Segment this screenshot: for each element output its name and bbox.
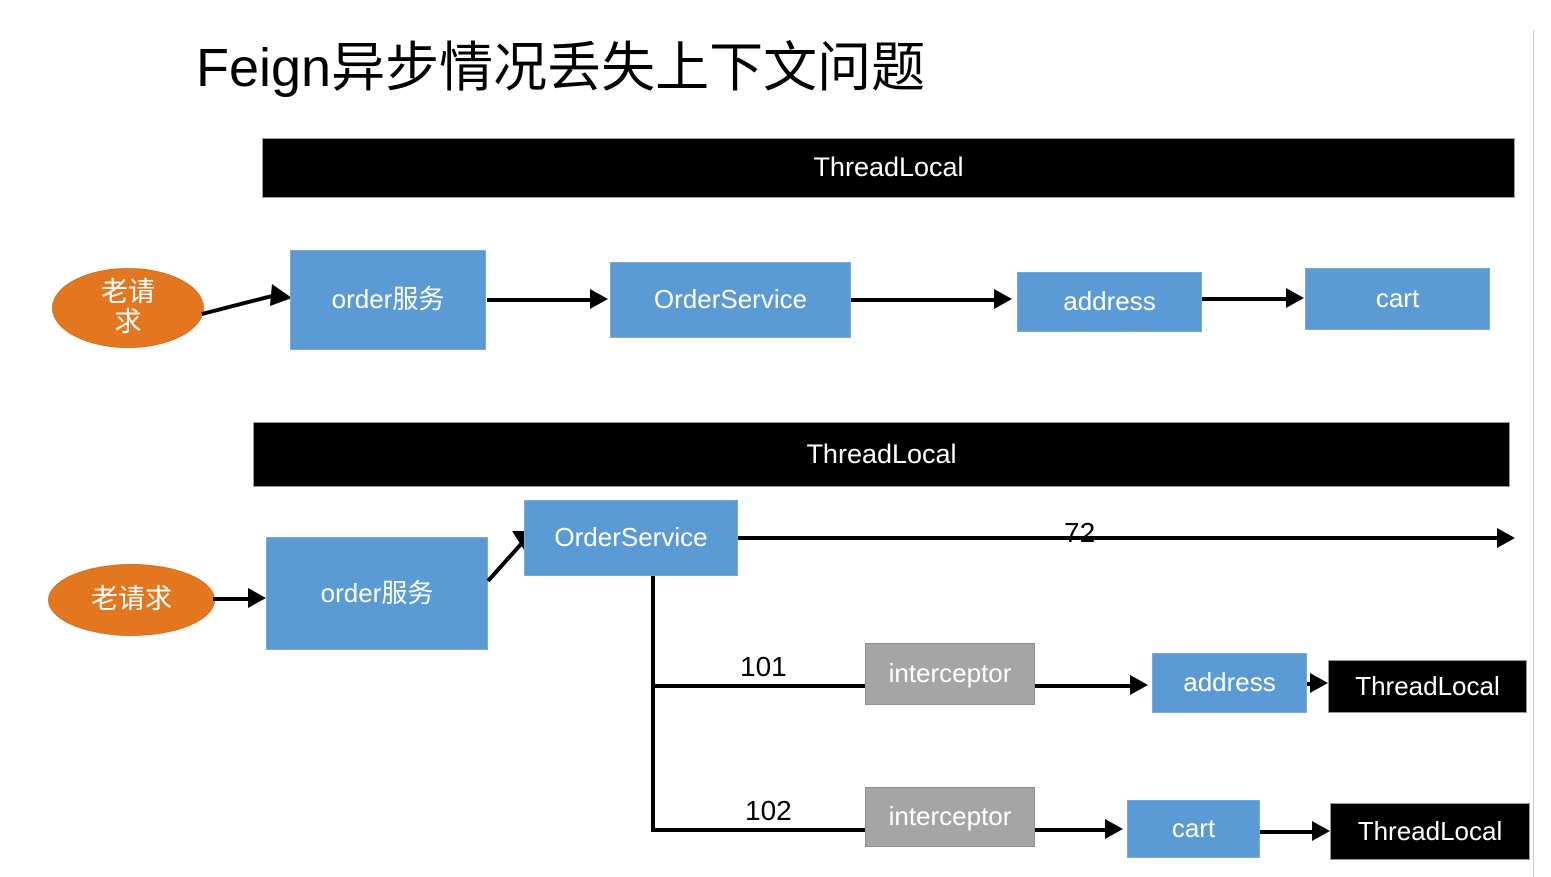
top-node-order-service: OrderService bbox=[610, 262, 851, 338]
top-node-order-service-cn: order服务 bbox=[290, 250, 486, 350]
top-node-cart: cart bbox=[1305, 268, 1490, 330]
top-threadlocal-bar: ThreadLocal bbox=[262, 138, 1515, 198]
bottom-edge-interceptor2-to-cart-arrowhead bbox=[1105, 819, 1123, 839]
bottom-edge-cart-to-threadlocal bbox=[1260, 830, 1314, 834]
bottom-edge-72-line bbox=[738, 536, 1512, 540]
bottom-edge-trunk-vertical bbox=[651, 576, 655, 832]
bottom-edge-interceptor2-to-cart bbox=[1035, 828, 1107, 832]
bottom-node-interceptor-1: interceptor bbox=[865, 643, 1035, 705]
top-edge-order-to-orderservice bbox=[487, 298, 593, 302]
bottom-node-address: address bbox=[1152, 653, 1307, 713]
bottom-edge-interceptor1-to-address bbox=[1035, 684, 1132, 688]
bottom-node-cart: cart bbox=[1127, 800, 1260, 858]
bottom-edge-request-to-order bbox=[213, 597, 251, 601]
top-request-label-line2: 求 bbox=[114, 307, 142, 337]
bottom-edge-102-line bbox=[651, 828, 865, 832]
bottom-edge-request-to-order-arrowhead bbox=[248, 588, 266, 608]
bottom-edge-72-arrowhead bbox=[1497, 528, 1515, 548]
top-edge-request-to-order bbox=[201, 284, 292, 316]
bottom-threadlocal-bar: ThreadLocal bbox=[253, 422, 1510, 487]
bottom-edge-address-to-threadlocal-arrowhead bbox=[1310, 673, 1328, 693]
top-edge-address-to-cart bbox=[1202, 297, 1288, 301]
bottom-edge-101-line bbox=[651, 684, 865, 688]
top-edge-address-to-cart-arrowhead bbox=[1286, 288, 1304, 308]
bottom-node-order-service-cn: order服务 bbox=[266, 537, 488, 650]
bottom-node-interceptor-2: interceptor bbox=[865, 787, 1035, 847]
page-title: Feign异步情况丢失上下文问题 bbox=[196, 38, 926, 98]
top-edge-order-to-orderservice-arrowhead bbox=[590, 289, 608, 309]
bottom-edge-cart-to-threadlocal-arrowhead bbox=[1312, 821, 1330, 841]
bottom-edge-label-102: 102 bbox=[745, 795, 792, 826]
bottom-edge-label-101: 101 bbox=[740, 651, 787, 682]
top-node-address: address bbox=[1017, 272, 1202, 332]
bottom-node-order-service: OrderService bbox=[524, 500, 738, 576]
top-edge-orderservice-to-address bbox=[851, 298, 995, 302]
top-edge-orderservice-to-address-arrowhead bbox=[994, 289, 1012, 309]
bottom-request-ellipse: 老请求 bbox=[48, 564, 215, 636]
bottom-edge-interceptor1-to-address-arrowhead bbox=[1130, 675, 1148, 695]
top-request-label-line1: 老请 bbox=[101, 277, 155, 308]
bottom-node-threadlocal-1: ThreadLocal bbox=[1328, 660, 1527, 713]
bottom-node-threadlocal-2: ThreadLocal bbox=[1330, 803, 1530, 860]
page-right-rule bbox=[1533, 30, 1534, 877]
bottom-edge-label-72: 72 bbox=[1064, 517, 1096, 548]
top-request-ellipse: 老请 求 bbox=[52, 268, 204, 348]
